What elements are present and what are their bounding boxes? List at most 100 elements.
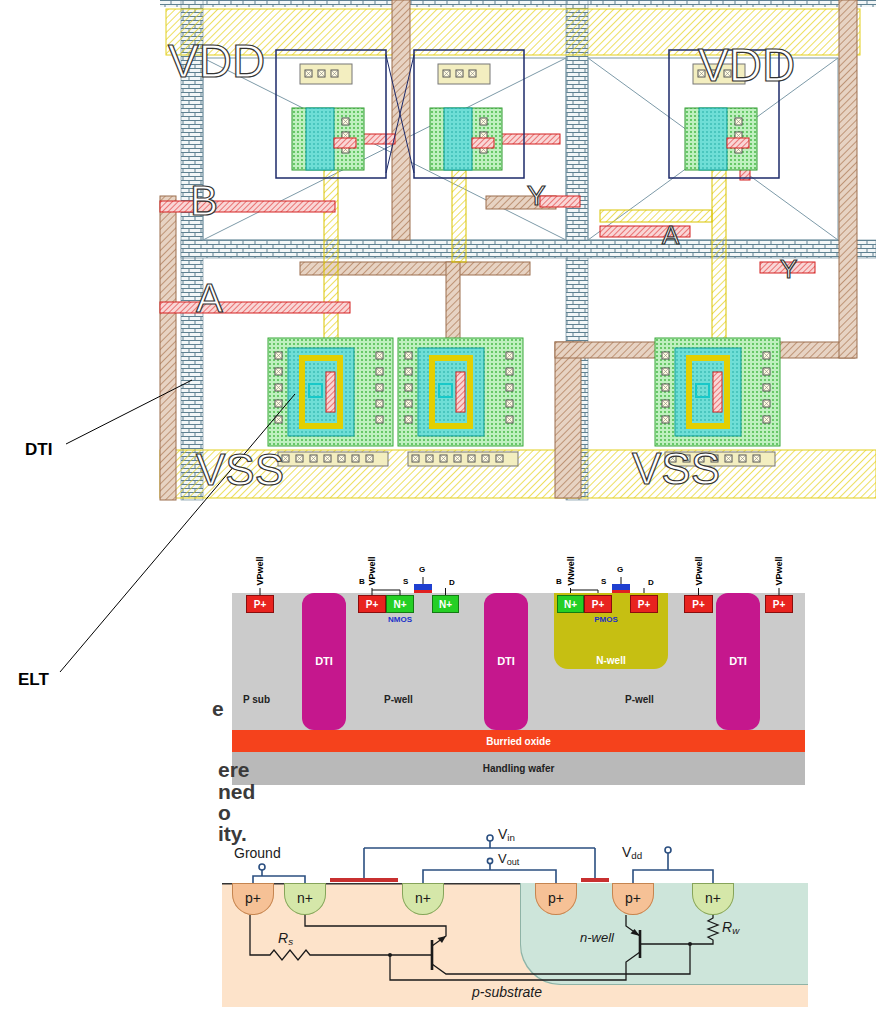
- layout-drawing: [712, 168, 726, 340]
- signal-label: Ground: [234, 846, 281, 861]
- layout-drawing: [386, 55, 414, 173]
- region-text: N-well: [596, 655, 625, 666]
- layout-drawing: [540, 196, 580, 207]
- diffusion-region: p+: [232, 883, 274, 915]
- callout-label: DTI: [25, 440, 52, 460]
- transistor-arrow: [438, 936, 447, 943]
- latchup-terminals: [665, 847, 671, 853]
- latchup-terminals: [487, 835, 493, 841]
- cross-section-drawing: [414, 584, 432, 590]
- parasitic-wire: [305, 915, 446, 946]
- layout-drawing: [160, 201, 335, 212]
- slide-text-fragment: e: [212, 698, 224, 719]
- latchup-terminals: [259, 835, 671, 882]
- parasitic-wire: [432, 944, 690, 974]
- slide-text-fragment: ere: [218, 759, 250, 780]
- region-text: p+: [548, 891, 564, 906]
- doping-region: N+: [386, 595, 414, 613]
- pin-label: D: [648, 579, 654, 588]
- well-region: n-wellp+p+n+: [520, 883, 808, 985]
- wire: [253, 876, 305, 883]
- doping-region: N+: [432, 595, 459, 613]
- region-label: P sub: [243, 694, 270, 706]
- wire: [423, 870, 556, 883]
- pin-label: G: [419, 566, 425, 575]
- cross-section-drawing: [232, 577, 805, 730]
- cross-section-drawing: [423, 577, 424, 584]
- layout-drawing: [181, 240, 876, 258]
- doping-region: P+: [765, 595, 793, 613]
- substrate-region: p-substratep+n+n+n-wellp+p+n+: [222, 883, 808, 1007]
- transistor-arrow: [631, 929, 641, 936]
- region-text: P+: [366, 599, 379, 610]
- layout-drawing: [839, 0, 857, 358]
- layout-drawing: [160, 302, 350, 313]
- region-text: n+: [705, 891, 721, 906]
- parasitic-wire: [250, 915, 432, 960]
- parasitic-wire: [390, 952, 640, 980]
- region-text: p+: [625, 891, 641, 906]
- pin-label: D: [449, 579, 455, 588]
- transistor-arrow: [388, 953, 392, 957]
- trench-isolation: DTI: [484, 593, 528, 730]
- layout-drawing: [600, 210, 712, 222]
- terminal-label: VPwell: [368, 556, 377, 585]
- cross-section-drawing: [621, 577, 622, 584]
- parasitic-wire: [250, 915, 718, 980]
- cross-section-drawing: [232, 593, 805, 730]
- slide-text-fragment: o: [218, 802, 231, 823]
- layout-drawing: [555, 342, 581, 498]
- region-label: P-well: [384, 694, 413, 706]
- region-text: P+: [692, 599, 705, 610]
- pin-label: S: [403, 578, 408, 587]
- callout-label: ELT: [18, 670, 49, 690]
- region-text: P+: [773, 599, 786, 610]
- well-region: N-wellN+P+P+: [554, 593, 668, 669]
- doping-region: P+: [358, 595, 386, 613]
- signal-label: Vin: [498, 827, 515, 842]
- slide-text-fragment: ned: [218, 781, 255, 802]
- diffusion-region: p+: [535, 883, 577, 915]
- layout-drawing: [268, 338, 393, 466]
- layout-label: A: [662, 222, 679, 248]
- layout-drawing: [160, 0, 876, 7]
- device-label: PMOS: [594, 616, 618, 625]
- layout-label: VDD: [168, 38, 265, 84]
- region-text: N+: [564, 599, 577, 610]
- latchup-terminals: [259, 864, 265, 870]
- latchup-terminals: [487, 858, 492, 863]
- region-label: P-well: [625, 694, 654, 706]
- layout-drawing: [203, 58, 566, 240]
- cross-section-drawing: [698, 588, 699, 595]
- diffusion-region: n+: [284, 883, 326, 915]
- layout-drawing: [160, 196, 176, 500]
- region-text: DTI: [497, 655, 515, 667]
- trench-isolation: DTI: [302, 593, 346, 730]
- pin-label: B: [556, 578, 562, 587]
- pin-label: B: [359, 578, 365, 587]
- transistor-symbol: [639, 930, 642, 958]
- latchup-terminals: [261, 870, 263, 876]
- doping-region: P+: [684, 595, 713, 613]
- region-text: P+: [592, 599, 605, 610]
- cross-section-drawing: [779, 588, 780, 595]
- layout-drawing: [160, 0, 876, 500]
- cross-section-drawing: [260, 588, 261, 595]
- region-text: DTI: [729, 655, 747, 667]
- region-text: Burried oxide: [486, 736, 550, 747]
- region-text: p-substrate: [472, 985, 542, 1000]
- layout-drawing: [324, 168, 338, 340]
- layout-drawing: [276, 50, 386, 178]
- trench-isolation: DTI: [716, 593, 760, 730]
- region-text: P+: [254, 599, 267, 610]
- signal-label: Vout: [498, 852, 519, 866]
- transistor-arrow: [388, 929, 692, 957]
- latchup-terminals: [489, 864, 491, 870]
- layout-drawing: [398, 338, 523, 466]
